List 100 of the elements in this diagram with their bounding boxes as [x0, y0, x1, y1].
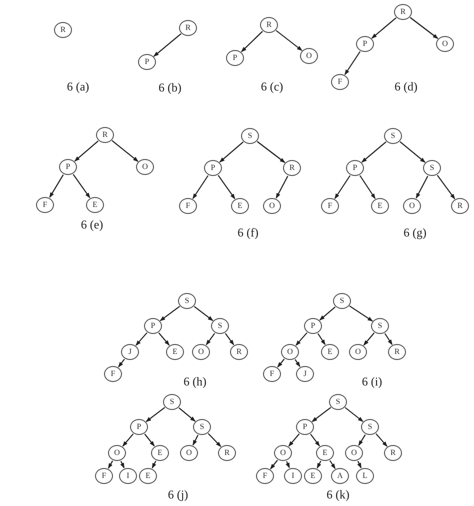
- tree-node-circle: [180, 445, 198, 461]
- arrow: [363, 332, 375, 346]
- arrow: [146, 406, 166, 422]
- tree-node-circle: [59, 159, 77, 175]
- node-letter: E: [238, 202, 242, 210]
- node-letter: R: [102, 131, 108, 139]
- tree-node-circle: [316, 445, 334, 461]
- tree-node-circle: [139, 468, 157, 484]
- node-letter: P: [210, 164, 216, 172]
- tree-node-circle: [321, 198, 339, 214]
- tree-node-circle: [356, 36, 374, 52]
- tree-node-circle: [403, 198, 421, 214]
- tree-node-circle: [300, 48, 318, 64]
- arrow: [194, 306, 214, 322]
- node-letter: S: [248, 132, 252, 140]
- tree-node-circle: [230, 344, 248, 360]
- arrow: [136, 332, 148, 346]
- figure-caption: 6 (f): [238, 226, 258, 240]
- node-letter: E: [172, 348, 178, 356]
- node-letter: E: [92, 201, 98, 209]
- node-letter: O: [142, 163, 148, 171]
- tree-node-circle: [166, 344, 184, 360]
- arrow: [270, 460, 278, 470]
- arrow: [158, 332, 170, 346]
- tree-node-circle: [436, 36, 454, 52]
- arrow: [436, 174, 456, 200]
- node-letter: F: [102, 472, 106, 480]
- node-letter: F: [328, 202, 332, 210]
- node-letter: P: [136, 423, 142, 431]
- arrow: [219, 141, 244, 163]
- arrow: [108, 460, 114, 469]
- node-letter: O: [351, 449, 357, 457]
- tree-node-circle: [54, 22, 72, 38]
- tree-node-circle: [345, 445, 363, 461]
- tree-node-circle: [163, 394, 181, 410]
- arrow: [192, 175, 209, 200]
- figure-caption: 6 (c): [260, 80, 284, 94]
- node-letter: S: [368, 423, 372, 431]
- node-letter: O: [287, 348, 293, 356]
- arrow: [277, 358, 285, 368]
- node-letter: R: [457, 202, 463, 210]
- arrow: [276, 30, 302, 51]
- figure-caption: 6 (g): [404, 226, 426, 240]
- node-letter: R: [60, 26, 66, 34]
- node-letter: F: [262, 472, 268, 480]
- figure-caption: 6 (d): [394, 80, 418, 94]
- node-letter: O: [306, 52, 312, 60]
- arrow: [319, 306, 336, 321]
- arrow: [153, 33, 182, 57]
- figure-caption: 6 (j): [168, 488, 188, 502]
- node-letter: S: [170, 398, 174, 406]
- arrow: [358, 434, 366, 446]
- node-letter: L: [362, 472, 368, 480]
- tree-node-circle: [104, 366, 122, 382]
- arrow: [118, 358, 125, 368]
- tree-node-circle: [95, 468, 113, 484]
- arrow: [224, 332, 234, 346]
- tree-node-circle: [231, 198, 249, 214]
- tree-node-circle: [119, 468, 137, 484]
- arrow: [416, 176, 428, 199]
- arrow: [371, 17, 396, 39]
- tree-node-circle: [281, 344, 299, 360]
- arrow: [361, 141, 386, 163]
- node-letter: P: [302, 423, 308, 431]
- node-letter: O: [409, 202, 415, 210]
- node-letter: O: [186, 449, 192, 457]
- tree-node-circle: [321, 344, 339, 360]
- tree-node-circle: [226, 50, 244, 66]
- tree-node-circle: [178, 293, 196, 309]
- arrow: [208, 433, 222, 447]
- node-letter: R: [400, 8, 406, 16]
- node-letter: R: [394, 348, 400, 356]
- arrow: [376, 433, 388, 447]
- node-letter: E: [158, 449, 162, 457]
- node-letter: R: [185, 24, 191, 32]
- tree-node-circle: [346, 160, 364, 176]
- tree-node-circle: [451, 198, 469, 214]
- node-letter: S: [340, 297, 344, 305]
- arrow: [334, 175, 351, 200]
- node-letter: F: [42, 201, 48, 209]
- tree-node-circle: [361, 419, 379, 435]
- tree-node-circle: [388, 344, 406, 360]
- node-letter: F: [270, 370, 274, 378]
- tree-node-circle: [211, 318, 229, 334]
- node-letter: P: [310, 322, 316, 330]
- tree-node-circle: [331, 468, 349, 484]
- node-letter: P: [232, 54, 238, 62]
- node-letter: E: [322, 449, 328, 457]
- tree-node-circle: [263, 198, 281, 214]
- node-letter: O: [280, 449, 286, 457]
- arrow: [294, 359, 300, 368]
- arrow: [241, 30, 263, 52]
- arrow: [296, 332, 308, 346]
- tree-node-circle: [331, 74, 349, 90]
- tree-node-circle: [130, 419, 148, 435]
- tree-node-circle: [179, 198, 197, 214]
- tree-node-circle: [179, 20, 197, 36]
- node-letter: P: [352, 164, 358, 172]
- arrow: [144, 434, 155, 447]
- tree-node-circle: [356, 468, 374, 484]
